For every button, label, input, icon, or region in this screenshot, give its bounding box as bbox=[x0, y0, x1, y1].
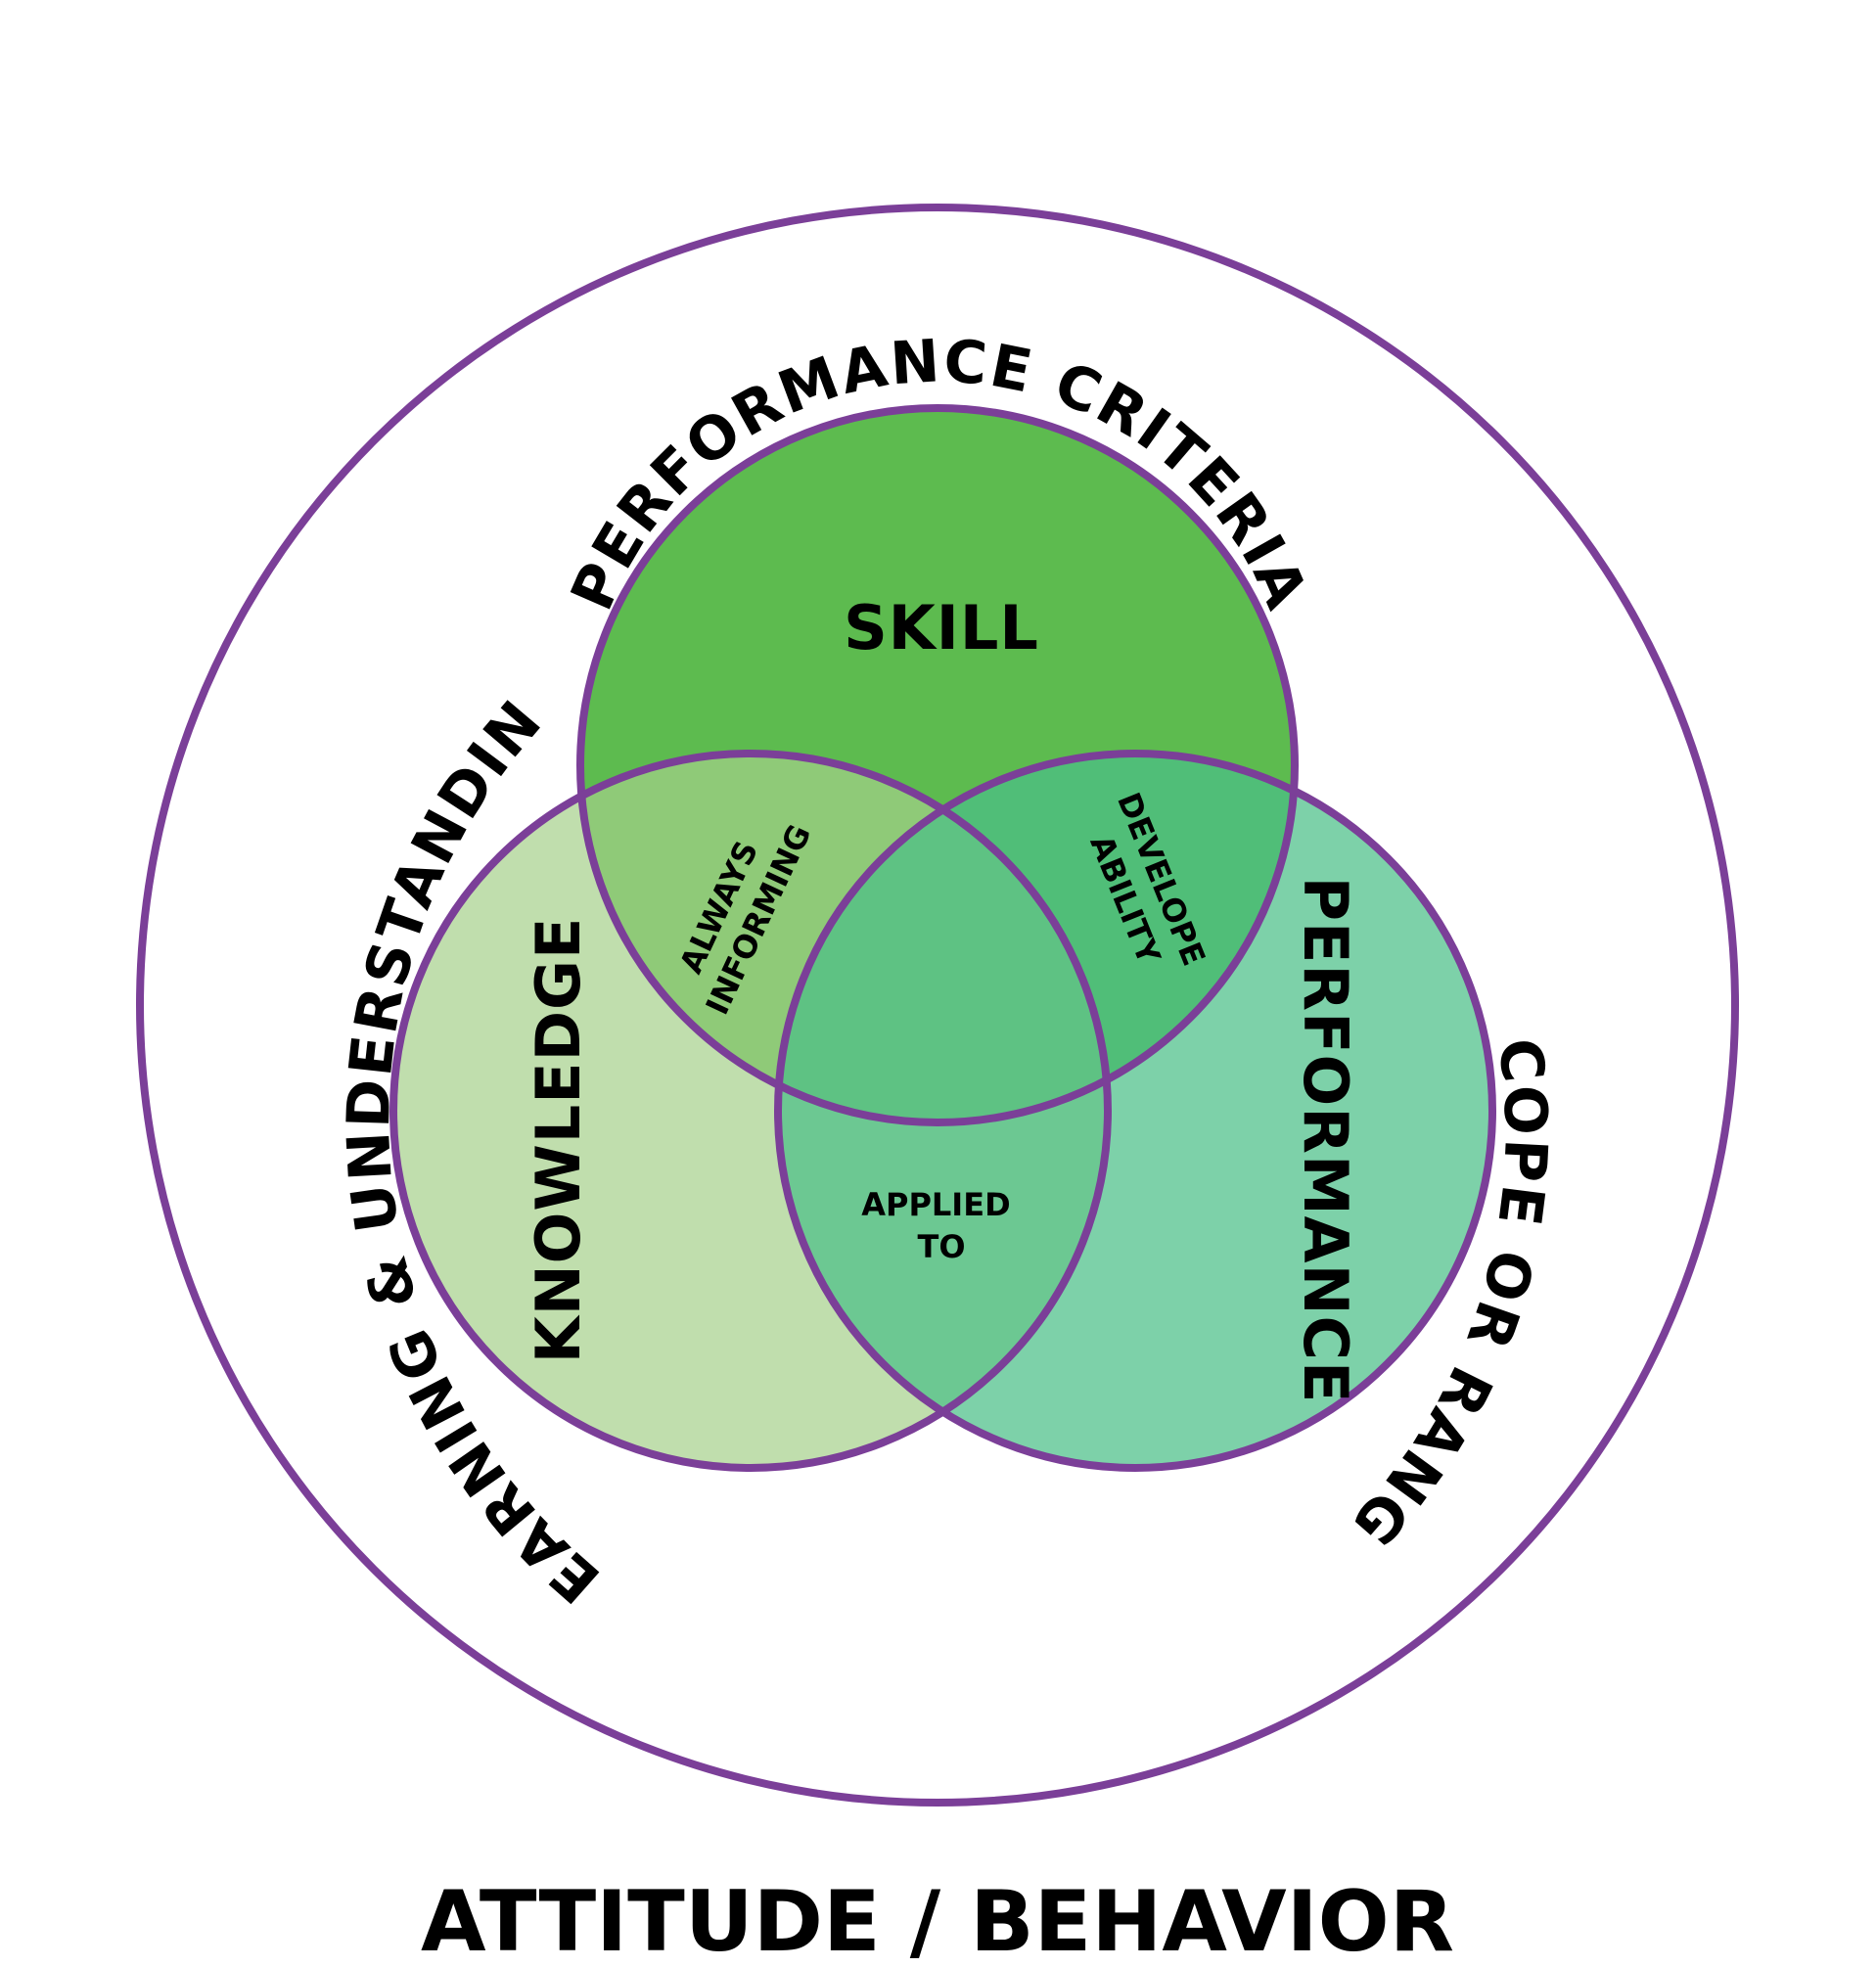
overlap-knowledge-performance-line-2: TO bbox=[917, 1228, 965, 1265]
skill-label: SKILL bbox=[844, 592, 1039, 663]
knowledge-circle-outline bbox=[389, 750, 1112, 1472]
performance-circle bbox=[778, 754, 1492, 1468]
knowledge-label: KNOWLEDGE bbox=[523, 917, 594, 1364]
outer-circle bbox=[136, 204, 1739, 1807]
performance-circle-outline bbox=[774, 750, 1496, 1472]
overlap-knowledge-performance-label: APPLIED TO bbox=[861, 1186, 1022, 1265]
skill-circle-outline bbox=[576, 404, 1299, 1126]
performance-label: PERFORMANCE bbox=[1290, 877, 1361, 1404]
attitude-behavior-title: ATTITUDE / BEHAVIOR bbox=[421, 1873, 1454, 1967]
overlap-knowledge-performance-line-1: APPLIED bbox=[861, 1186, 1010, 1223]
